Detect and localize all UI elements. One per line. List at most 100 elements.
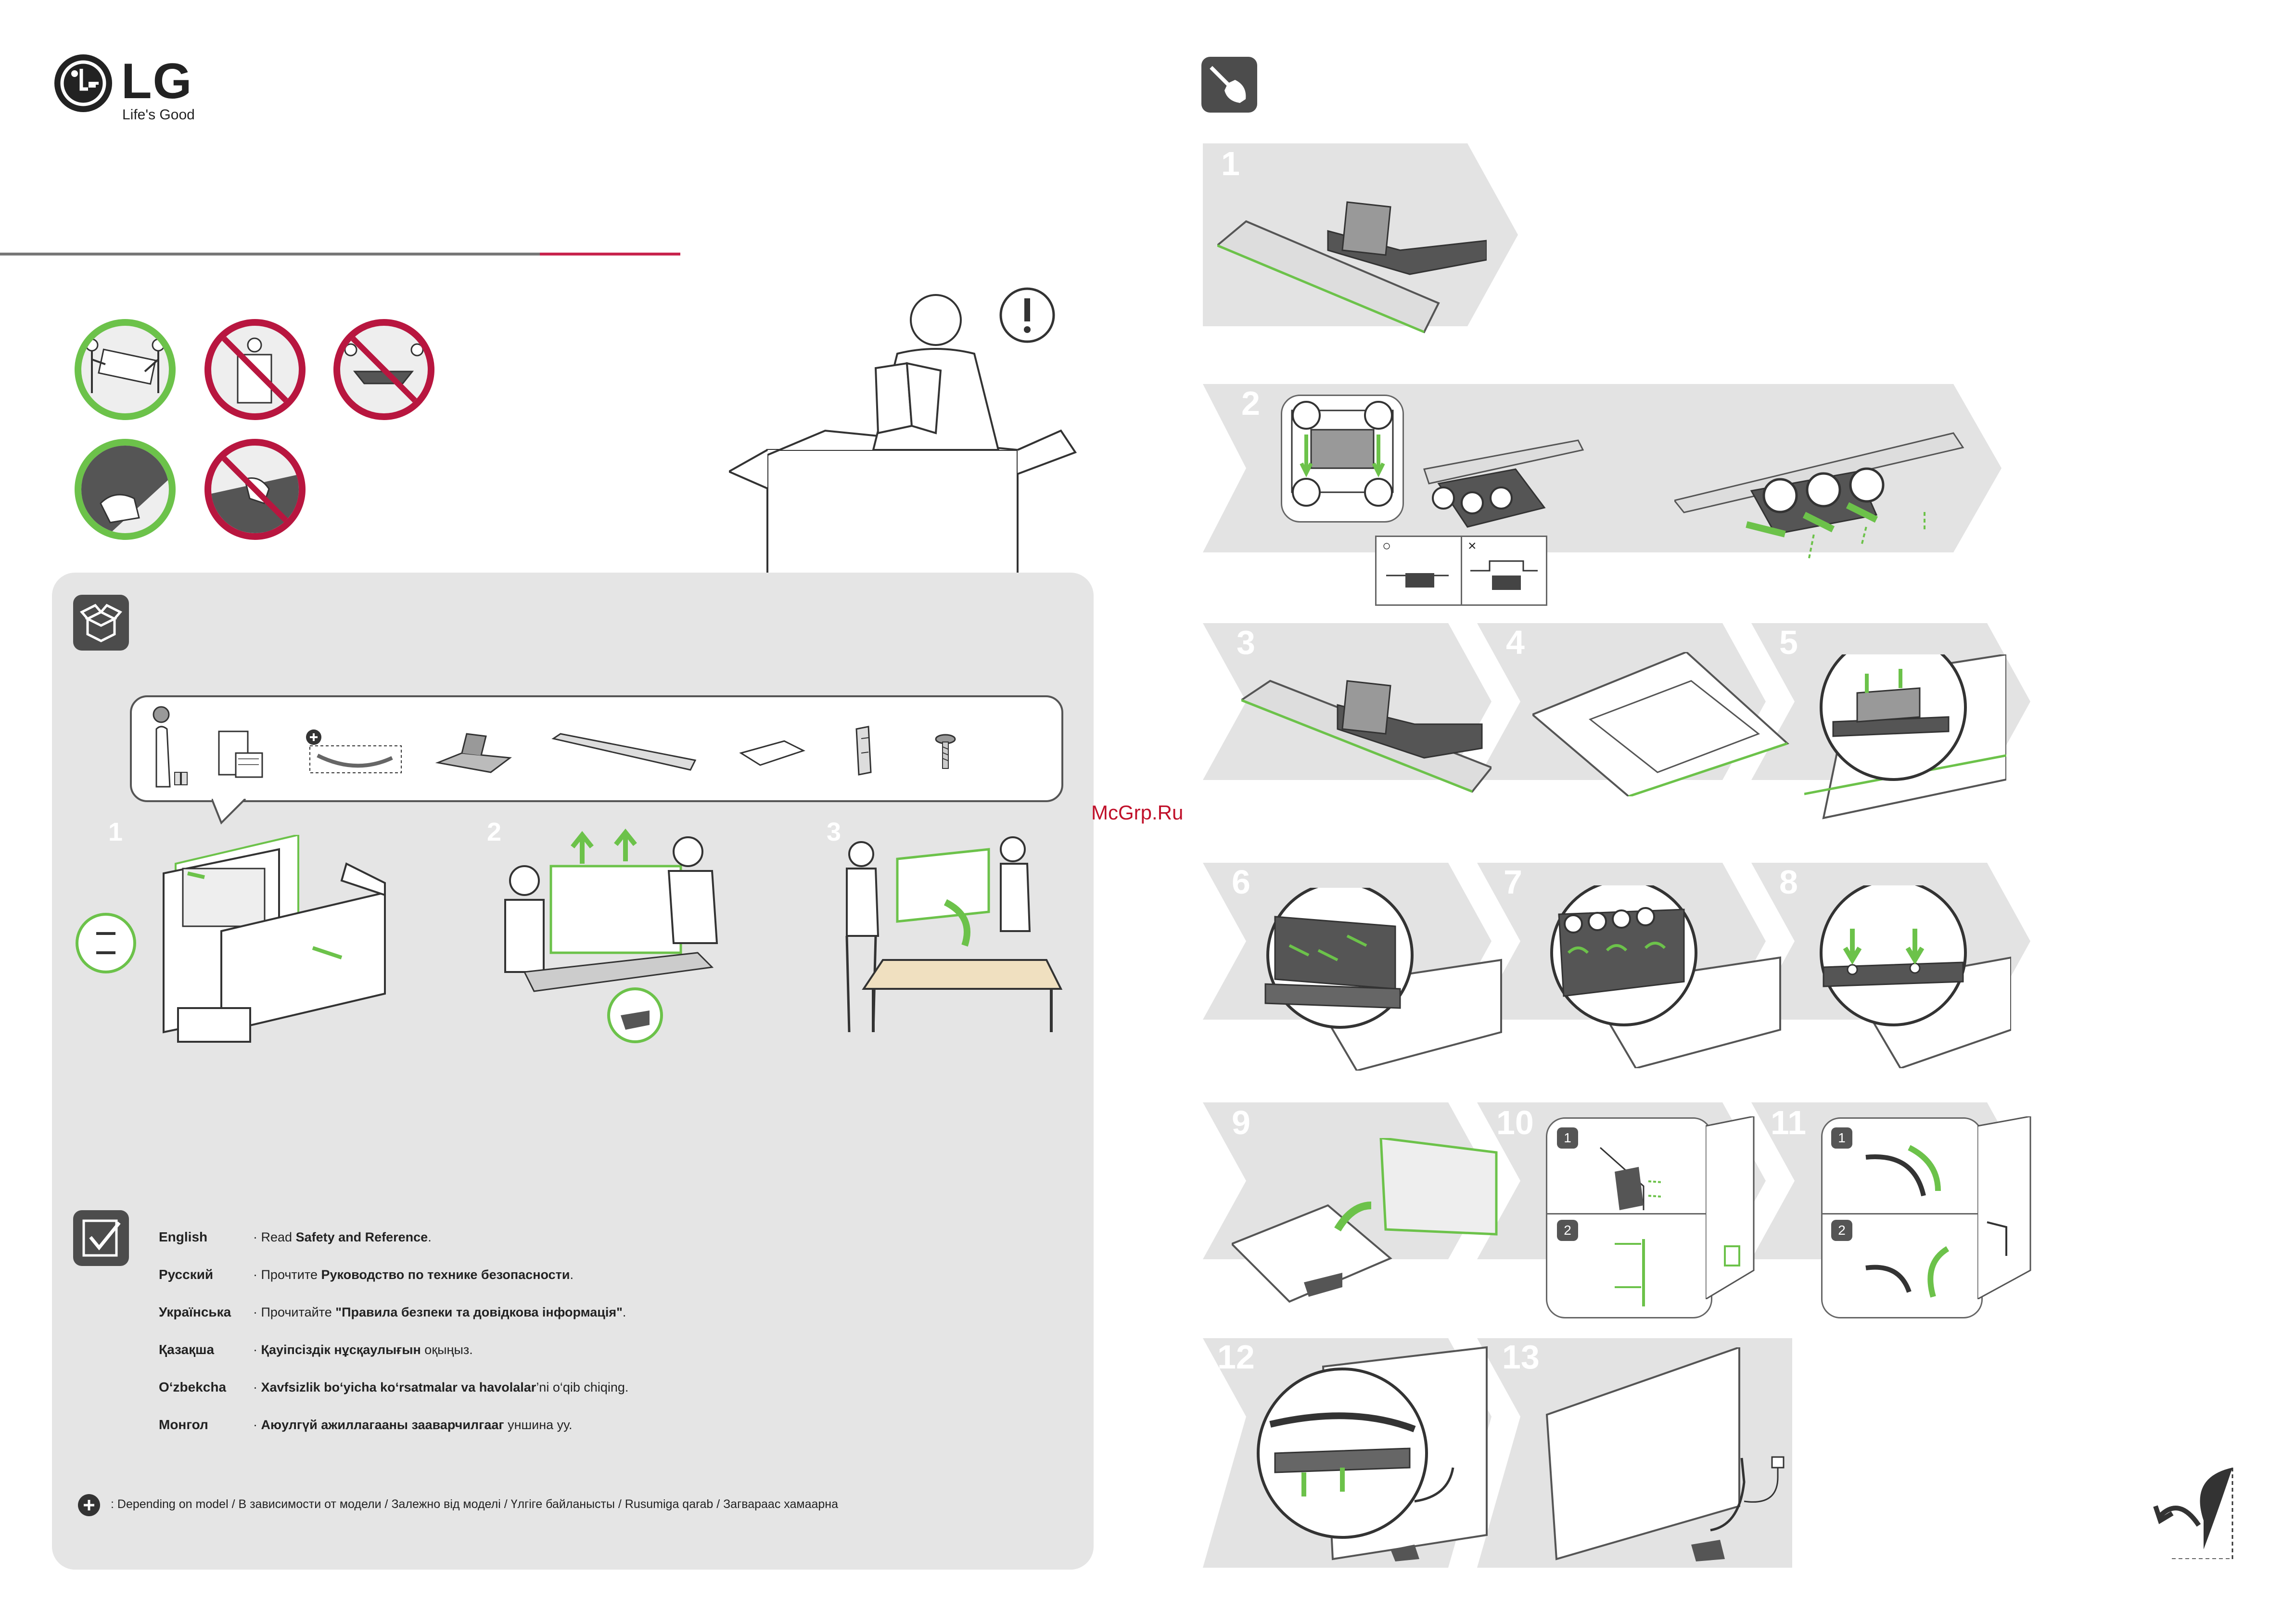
component-cable-tie	[303, 727, 404, 777]
one-person-carry-tv-icon	[218, 333, 292, 406]
lg-logo-letters: LG	[121, 53, 193, 109]
tray-pointer	[212, 799, 246, 825]
stand-body-icon	[435, 733, 512, 773]
hold-tv-bottom-icon	[81, 446, 169, 533]
correct-mount-icon	[1386, 573, 1449, 588]
substep-mark-1: 1	[1831, 1127, 1852, 1149]
component-stand-body	[433, 729, 515, 780]
cable-tie-icon	[306, 729, 402, 773]
lang-sentence: · Аюулгүй ажиллагааны зааварчилгааг унши…	[253, 1418, 573, 1432]
two-people-carry-tv-icon	[85, 338, 165, 393]
step2-compare-card: ○ ×	[1375, 536, 1547, 606]
lang-sentence: · Қауіпсіздік нұсқаулығын оқыңыз.	[253, 1343, 473, 1357]
component-manuals	[217, 729, 265, 784]
lang-name: Українська	[159, 1304, 231, 1319]
safety-row-uzbek: O‘zbekcha · Xavfsizlik bo‘yicha ko‘rsatm…	[159, 1380, 880, 1417]
assembly-step-number-3: 3	[1237, 624, 1255, 661]
substep-mark-2: 2	[1831, 1220, 1852, 1241]
assembly-step-number-10: 10	[1496, 1104, 1534, 1141]
carry-tv-flat-icon	[344, 333, 424, 406]
step8-illustration	[1820, 885, 2011, 1068]
lang-name: O‘zbekcha	[159, 1380, 227, 1394]
stand-base-icon	[551, 733, 697, 771]
step2-detail-card	[1281, 395, 1404, 523]
card-divider	[1823, 1213, 1981, 1215]
step2b-illustration	[1674, 432, 1964, 559]
step4-illustration	[1532, 652, 1789, 796]
compare-divider	[1461, 537, 1462, 604]
step12-illustration	[1257, 1346, 1488, 1561]
cable-clip-icon	[1600, 1147, 1663, 1306]
lang-name: Русский	[159, 1267, 214, 1282]
warning-icon	[999, 287, 1055, 343]
step10-detail-card: 1 2	[1546, 1117, 1712, 1318]
unpack-step-number-2: 2	[487, 818, 502, 846]
component-screw	[931, 732, 960, 778]
assembly-step-number-7: 7	[1504, 863, 1522, 901]
component-stand-base	[551, 731, 700, 777]
screwdriver-icon	[1210, 66, 1246, 103]
safety-list: English · Read Safety and Reference. Рус…	[159, 1229, 880, 1455]
safety-row-russian: Русский · Прочтите Руководство по техник…	[159, 1267, 880, 1304]
step3-illustration	[1241, 679, 1492, 793]
compare-no-mark: ×	[1468, 538, 1477, 554]
component-remote	[147, 705, 190, 794]
lang-sentence: · Прочтите Руководство по технике безопа…	[253, 1267, 574, 1282]
unpack-step-number-1: 1	[108, 818, 123, 846]
compare-ok-mark: ○	[1382, 538, 1391, 554]
assembly-step-number-4: 4	[1506, 624, 1525, 661]
incorrect-mount-icon	[1470, 560, 1538, 590]
component-back-cover	[739, 736, 806, 772]
header-rule-red	[540, 253, 680, 256]
assembly-step-number-9: 9	[1232, 1104, 1250, 1141]
assembly-step-number-13: 13	[1502, 1338, 1540, 1376]
remote-control-icon	[153, 706, 188, 788]
manuals-icon	[218, 730, 263, 778]
assembly-header-icon	[1201, 57, 1257, 113]
assembly-step-number-8: 8	[1779, 863, 1798, 901]
assembly-step-number-2: 2	[1241, 384, 1260, 422]
optional-plus-icon	[78, 1494, 100, 1516]
lang-sentence: · Прочитайте "Правила безпеки та довідко…	[253, 1305, 626, 1319]
unpack-step2-illustration	[504, 828, 718, 1043]
step1-illustration	[1217, 201, 1487, 333]
header-rule-grey	[0, 253, 540, 256]
bracket-icon	[855, 726, 872, 776]
assembly-step-number-1: 1	[1221, 145, 1240, 182]
lang-name: English	[159, 1229, 208, 1244]
step9-illustration	[1232, 1138, 1498, 1303]
step5-illustration	[1804, 654, 2006, 819]
step13-illustration	[1545, 1347, 1785, 1561]
lang-sentence: · Xavfsizlik bo‘yicha ko‘rsatmalar va ha…	[253, 1380, 629, 1394]
step6-illustration	[1264, 888, 1502, 1071]
lang-name: Монгол	[159, 1417, 208, 1432]
badge-hold-bottom	[75, 439, 176, 540]
step7-illustration	[1550, 885, 1781, 1068]
step2-stand-illustration	[1423, 439, 1584, 528]
screw-icon	[935, 734, 956, 769]
assembly-step-number-11: 11	[1771, 1104, 1806, 1141]
page-turn-icon	[2153, 1468, 2233, 1559]
component-bracket	[852, 724, 880, 780]
lg-logo-mark	[54, 54, 112, 112]
safety-check-icon	[73, 1210, 129, 1266]
safety-row-ukrainian: Українська · Прочитайте "Правила безпеки…	[159, 1304, 880, 1342]
person-reading	[872, 294, 1000, 451]
back-cover-icon	[739, 740, 805, 766]
substep-mark-1: 1	[1557, 1127, 1578, 1149]
safety-row-english: English · Read Safety and Reference.	[159, 1229, 880, 1267]
safety-row-kazakh: Қазақша · Қауіпсіздік нұсқаулығын оқыңыз…	[159, 1342, 880, 1380]
badge-touch-screen	[204, 439, 306, 540]
step10-tv-back	[1706, 1116, 1755, 1299]
safety-row-mongolian: Монгол · Аюулгүй ажиллагааны зааварчилга…	[159, 1417, 880, 1455]
step11-detail-card: 1 2	[1821, 1117, 1983, 1318]
lang-sentence: · Read Safety and Reference.	[253, 1230, 432, 1244]
step11-tv-back	[1977, 1116, 2031, 1299]
badge-one-person-carry	[204, 319, 306, 420]
assembly-step-number-5: 5	[1779, 624, 1798, 661]
lg-tagline: Life's Good	[122, 107, 195, 123]
cable-routing-icon	[1865, 1145, 1950, 1298]
assembly-step-number-12: 12	[1217, 1338, 1255, 1376]
badge-carry-flat	[333, 319, 434, 420]
assembly-step-number-6: 6	[1232, 863, 1250, 901]
